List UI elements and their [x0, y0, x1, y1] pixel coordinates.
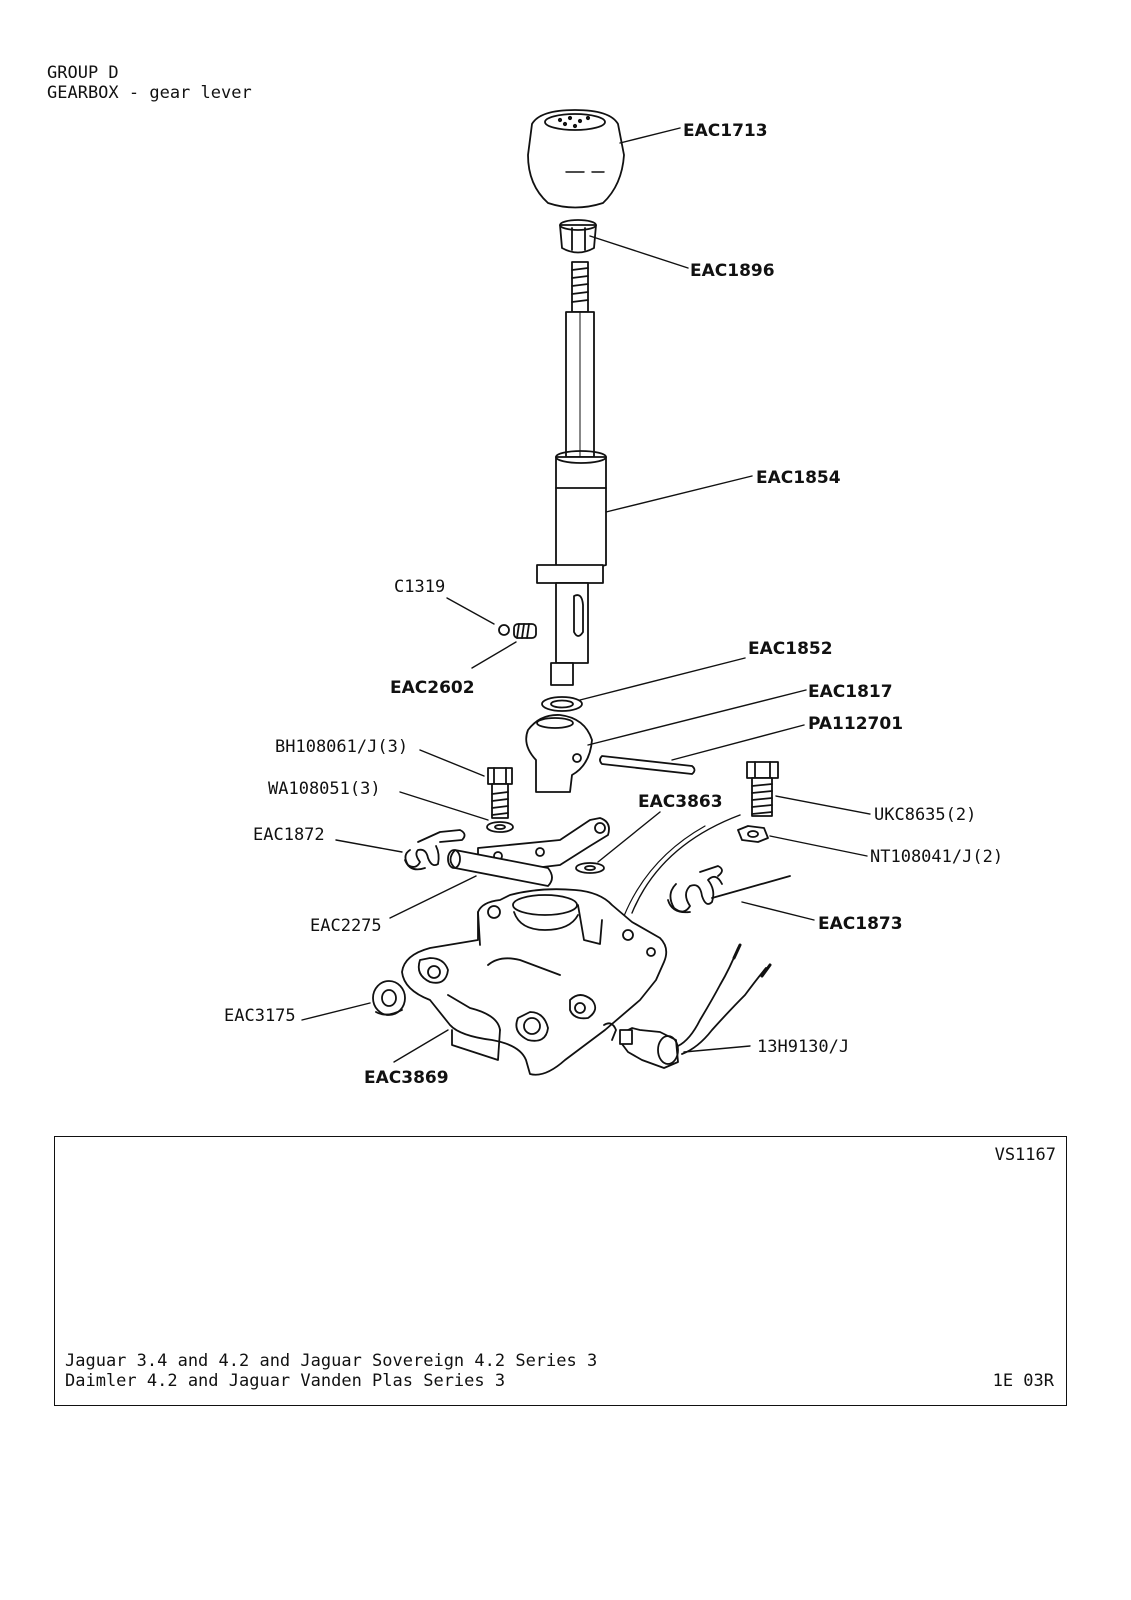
part-label: BH108061/J(3)	[275, 737, 408, 757]
part-label: EAC3175	[224, 1006, 296, 1026]
leader-lines	[301, 127, 871, 1063]
part-label: PA112701	[808, 714, 903, 734]
spring-left-drawing	[404, 829, 466, 871]
spring-right-drawing	[667, 865, 791, 914]
group-heading: GROUP D	[47, 63, 119, 83]
page-reference: 1E 03R	[992, 1371, 1054, 1391]
washer-drawing	[541, 696, 583, 712]
part-label: EAC1896	[690, 261, 775, 281]
gear-knob-drawing	[527, 109, 625, 209]
title-block: VS1167 Jaguar 3.4 and 4.2 and Jaguar Sov…	[54, 1136, 1067, 1406]
pin-drawing	[599, 755, 696, 775]
nut-right-drawing	[737, 825, 769, 843]
lever-shaft-drawing	[536, 261, 607, 686]
bolt-left-drawing	[487, 767, 513, 819]
ball-and-screw-drawing	[498, 623, 537, 639]
part-label: EAC2602	[390, 678, 475, 698]
part-label: EAC1817	[808, 682, 893, 702]
part-label: EAC3869	[364, 1068, 449, 1088]
exploded-parts-diagram: EAC1713 EAC1896 EAC1854 C1319 EAC2602 EA…	[224, 109, 1003, 1088]
part-label: EAC1872	[253, 825, 325, 845]
applicable-models: Jaguar 3.4 and 4.2 and Jaguar Sovereign …	[65, 1351, 597, 1391]
rod-drawing	[447, 849, 553, 887]
part-label: NT108041/J(2)	[870, 847, 1003, 867]
part-label: EAC3863	[638, 792, 723, 812]
locknut-drawing	[559, 219, 597, 254]
models-line: Jaguar 3.4 and 4.2 and Jaguar Sovereign …	[65, 1351, 598, 1371]
part-label: EAC1854	[756, 468, 841, 488]
part-label: WA108051(3)	[268, 779, 381, 799]
part-label: EAC1852	[748, 639, 833, 659]
part-label: EAC1873	[818, 914, 903, 934]
switch-drawing	[619, 943, 772, 1069]
models-line: Daimler 4.2 and Jaguar Vanden Plas Serie…	[65, 1371, 506, 1391]
bolt-right-drawing	[746, 761, 779, 817]
part-label: C1319	[394, 577, 445, 597]
part-label: EAC2275	[310, 916, 382, 936]
gearbox-housing-drawing	[401, 888, 668, 1076]
page-title: GEARBOX - gear lever	[47, 83, 252, 103]
part-label: 13H9130/J	[757, 1037, 849, 1057]
spherical-bush-drawing	[525, 714, 593, 793]
illustration-reference: VS1167	[994, 1145, 1056, 1165]
bush-drawing	[372, 980, 406, 1016]
part-label: EAC1713	[683, 121, 768, 141]
part-label: UKC8635(2)	[874, 805, 976, 825]
